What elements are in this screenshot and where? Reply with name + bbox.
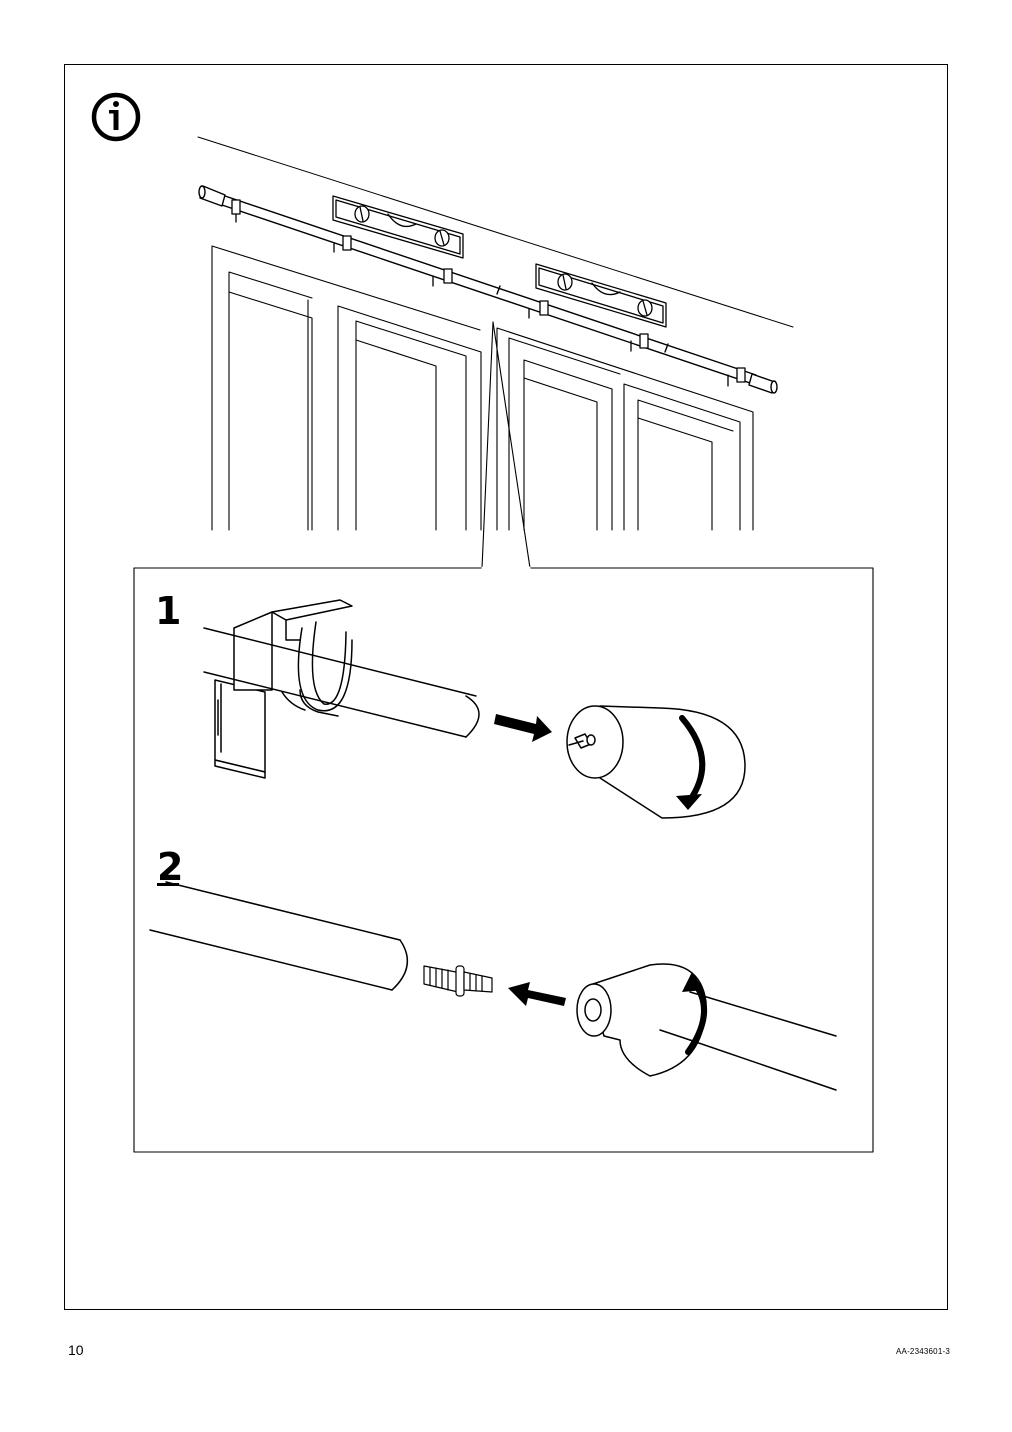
arrow-right-icon [494, 714, 552, 742]
left-window [211, 245, 482, 531]
spirit-level-icon [332, 195, 464, 259]
step-2-underline [157, 883, 179, 886]
page-number: 10 [68, 1342, 84, 1358]
rod-bracket [231, 199, 746, 387]
page-frame [64, 64, 948, 1310]
spirit-level-icon [535, 263, 667, 328]
rod-through-cap [659, 991, 837, 1091]
arrow-left-icon [508, 982, 566, 1006]
curtain-rod [198, 185, 778, 394]
rotate-arrow-icon [676, 715, 706, 810]
document-code: AA-2343601-3 [896, 1347, 950, 1356]
wall-ceiling-line [197, 136, 794, 328]
end-cap-on-rod [576, 963, 707, 1077]
rotate-arrow-icon [682, 972, 707, 1055]
info-circle-icon [91, 92, 141, 142]
screw-connector-icon [423, 965, 493, 997]
end-cap [566, 705, 746, 819]
step-1-illustration [203, 599, 480, 779]
step-number-1: 1 [155, 589, 182, 633]
step-2-illustration [149, 881, 409, 991]
zoom-callout [133, 321, 874, 1153]
step-number-2: 2 [157, 845, 184, 889]
right-window [496, 327, 754, 531]
